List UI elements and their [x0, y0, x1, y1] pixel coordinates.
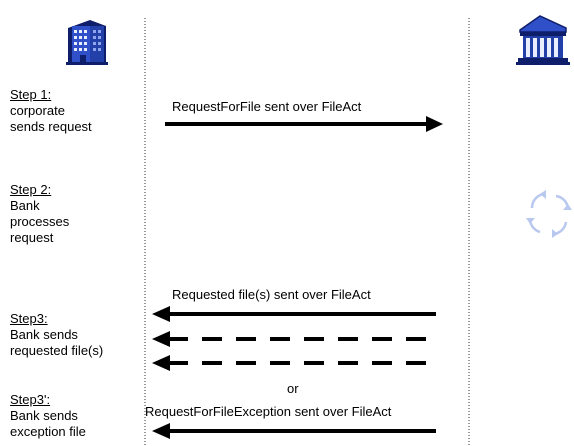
step-2-label: Step 2: Bank processes request	[10, 182, 69, 246]
step-1-line-1: corporate	[10, 103, 65, 118]
dashed-file-arrow-1	[152, 331, 436, 347]
step-2-line-3: request	[10, 230, 54, 245]
step-2-line-2: processes	[10, 214, 70, 229]
step-3-heading: Step3:	[10, 311, 48, 326]
step-2-heading: Step 2:	[10, 182, 52, 197]
refresh-cycle-icon	[526, 190, 572, 238]
step-1-line-2: sends request	[10, 119, 92, 134]
step-3-prime-label: Step3': Bank sends exception file	[10, 392, 86, 440]
step-3-line-1: Bank sends	[10, 327, 78, 342]
step-3-prime-heading: Step3':	[10, 392, 51, 407]
dashed-file-arrow-2	[152, 355, 436, 371]
request-arrow	[165, 116, 443, 132]
or-label: or	[287, 381, 299, 396]
request-message-label: RequestForFile sent over FileAct	[172, 99, 362, 114]
exception-arrow	[152, 423, 436, 439]
step-3-label: Step3: Bank sends requested file(s)	[10, 311, 103, 359]
requested-files-arrow	[152, 306, 436, 322]
step-2-line-1: Bank	[10, 198, 40, 213]
step-3-prime-line-1: Bank sends	[10, 408, 78, 423]
requested-files-message-label: Requested file(s) sent over FileAct	[172, 287, 371, 302]
step-1-label: Step 1: corporate sends request	[10, 87, 92, 135]
bank-building-icon	[516, 15, 570, 65]
step-3-prime-line-2: exception file	[10, 424, 86, 439]
step-1-heading: Step 1:	[10, 87, 52, 102]
exception-message-label: RequestForFileException sent over FileAc…	[145, 404, 392, 419]
step-3-line-2: requested file(s)	[10, 343, 104, 358]
office-building-icon	[66, 20, 108, 65]
